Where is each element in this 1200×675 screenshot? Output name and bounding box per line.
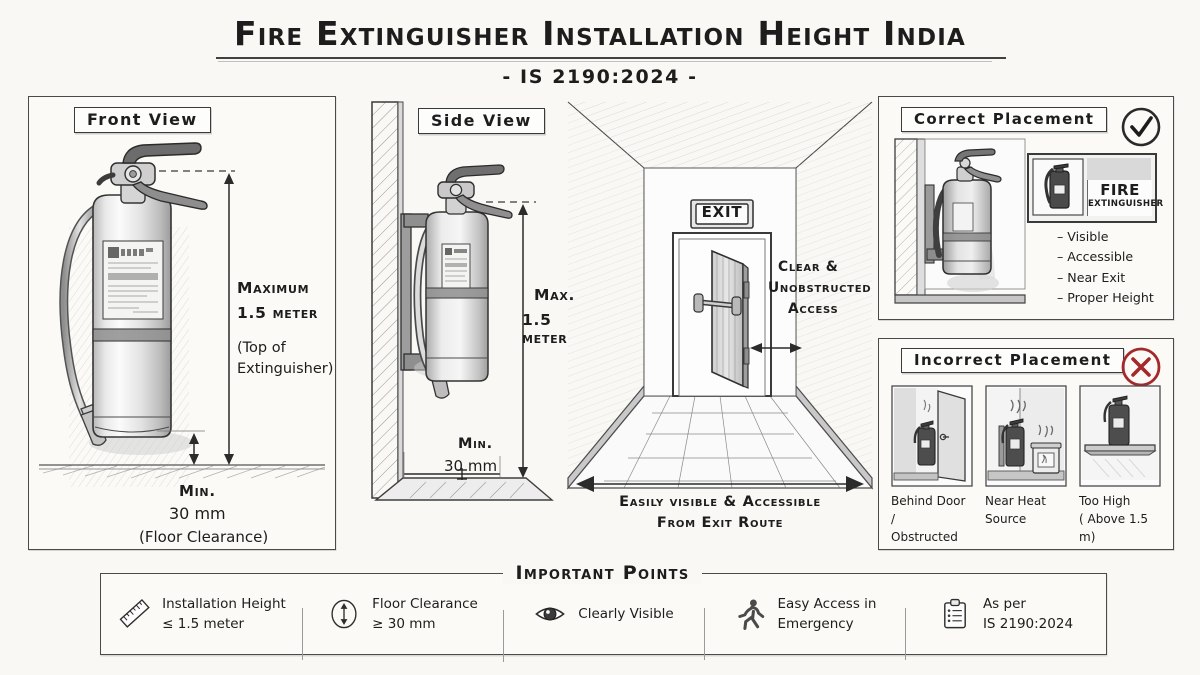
corridor-bottom-line2: From Exit Route [656, 515, 784, 531]
extinguisher-behind-door-icon [891, 385, 973, 487]
side-view-drawing [371, 101, 554, 501]
incorrect-caption: Near Heat Source [985, 492, 1067, 528]
point-line2: ≥ 30 mm [372, 616, 436, 632]
important-points-title: Important Points [0, 562, 1200, 584]
correct-bullet: – Accessible [1057, 249, 1134, 265]
point-line1: Installation Height [162, 595, 286, 612]
page-title: Fire Extinguisher Installation Height In… [233, 14, 967, 53]
front-max-note2: Extinguisher) [237, 361, 334, 377]
updown-arrow-circle-icon [331, 599, 357, 629]
eye-icon [535, 607, 566, 621]
point-line2: Emergency [777, 616, 854, 632]
side-min-line2: 30 mm [444, 457, 498, 475]
correct-placement-drawing [894, 138, 1026, 304]
important-point-item: As per IS 2190:2024 [905, 594, 1106, 659]
incorrect-placement-label: Incorrect Placement [901, 348, 1125, 373]
ruler-icon [119, 599, 150, 628]
clipboard-icon [944, 598, 966, 629]
important-point-text: As per IS 2190:2024 [983, 594, 1073, 635]
front-view-label: Front View [74, 107, 211, 133]
incorrect-item: Near Heat Source [985, 385, 1067, 546]
caption-line2: Source [985, 512, 1027, 526]
front-max-line1: Maximum [237, 279, 310, 297]
correct-bullet: – Visible [1057, 229, 1109, 244]
sign-top-band [1087, 158, 1151, 181]
sign-extinguisher-icon [1032, 158, 1084, 216]
exit-sign-text: EXIT [701, 203, 743, 221]
incorrect-caption: Behind Door / Obstructed [891, 492, 973, 546]
caption-line2: ( Above 1.5 m) [1079, 512, 1149, 544]
correct-bullet: – Near Exit [1057, 269, 1126, 285]
important-point-text: Clearly Visible [578, 604, 673, 624]
page-subtitle: - IS 2190:2024 - [502, 66, 698, 88]
important-point-item: Installation Height ≤ 1.5 meter [101, 594, 302, 635]
side-max-line2: 1.5 meter [522, 311, 568, 347]
front-view-drawing [39, 142, 326, 487]
point-line1: Clearly Visible [578, 605, 674, 622]
important-points-panel: Installation Height ≤ 1.5 meter Floor Cl… [100, 573, 1107, 662]
correct-placement-label: Correct Placement [901, 107, 1108, 132]
important-point-item: Easy Access in Emergency [704, 594, 905, 659]
important-point-text: Installation Height ≤ 1.5 meter [162, 594, 286, 635]
title-underline [216, 57, 1006, 62]
front-view-panel: Front View [28, 96, 336, 550]
access-line2: Unobstructed [768, 280, 872, 296]
access-line3: Access [788, 301, 839, 317]
point-line2: IS 2190:2024 [982, 616, 1074, 632]
incorrect-item: Behind Door / Obstructed [891, 385, 973, 546]
corridor-scene: EXIT Clear & Unobstructed Access Easily … [560, 96, 880, 548]
point-line2: ≤ 1.5 meter [162, 616, 245, 632]
front-min-note: (Floor Clearance) [139, 528, 269, 546]
caption-line1: Near Heat [985, 494, 1046, 508]
important-point-text: Floor Clearance ≥ 30 mm [372, 594, 478, 635]
check-circle-icon [1121, 107, 1161, 147]
incorrect-item: Too High ( Above 1.5 m) [1079, 385, 1161, 546]
important-point-item: Clearly Visible [503, 596, 704, 662]
extinguisher-near-heater-icon [985, 385, 1067, 487]
caption-line2: Obstructed [891, 530, 958, 544]
extinguisher-too-high-icon [1079, 385, 1161, 487]
incorrect-caption: Too High ( Above 1.5 m) [1079, 492, 1161, 546]
point-line1: Floor Clearance [372, 595, 478, 612]
important-point-item: Floor Clearance ≥ 30 mm [302, 594, 503, 659]
front-max-line2: 1.5 meter [237, 304, 319, 322]
incorrect-placement-panel: Incorrect Placement [878, 338, 1174, 550]
corridor-bottom-line1: Easily visible & Accessible [619, 494, 821, 510]
sign-text-area: FIRE EXTINGUISHER [1087, 180, 1164, 216]
correct-bullet: – Proper Height [1057, 290, 1154, 306]
caption-line1: Behind Door / [891, 494, 966, 526]
side-min-line1: Min. [458, 436, 493, 452]
correct-placement-panel: Correct Placement [878, 96, 1174, 320]
point-line1: Easy Access in [777, 595, 877, 612]
x-circle-icon [1121, 347, 1161, 387]
access-line1: Clear & [778, 259, 839, 275]
running-person-icon [737, 599, 764, 630]
important-points-row: Installation Height ≤ 1.5 meter Floor Cl… [101, 574, 1106, 662]
sign-line1: FIRE [1100, 181, 1140, 199]
point-line1: As per [982, 595, 1026, 612]
important-points-title-text: Important Points [503, 562, 702, 584]
important-point-text: Easy Access in Emergency [778, 594, 877, 635]
correct-bullets: – Visible – Accessible – Near Exit – Pro… [1057, 227, 1154, 309]
sign-line2: EXTINGUISHER [1088, 199, 1164, 209]
incorrect-items: Behind Door / Obstructed [891, 385, 1161, 546]
side-max-line1: Max. [534, 286, 576, 304]
front-min-line1: Min. [179, 482, 216, 500]
front-min-line2: 30 mm [169, 504, 226, 523]
fire-extinguisher-sign: FIRE EXTINGUISHER [1027, 153, 1164, 223]
front-max-note1: (Top of [237, 340, 286, 356]
side-view-label: Side View [418, 108, 545, 134]
caption-line1: Too High [1079, 494, 1131, 508]
corridor-drawing [566, 101, 874, 492]
side-view-group: Side View [366, 96, 596, 516]
